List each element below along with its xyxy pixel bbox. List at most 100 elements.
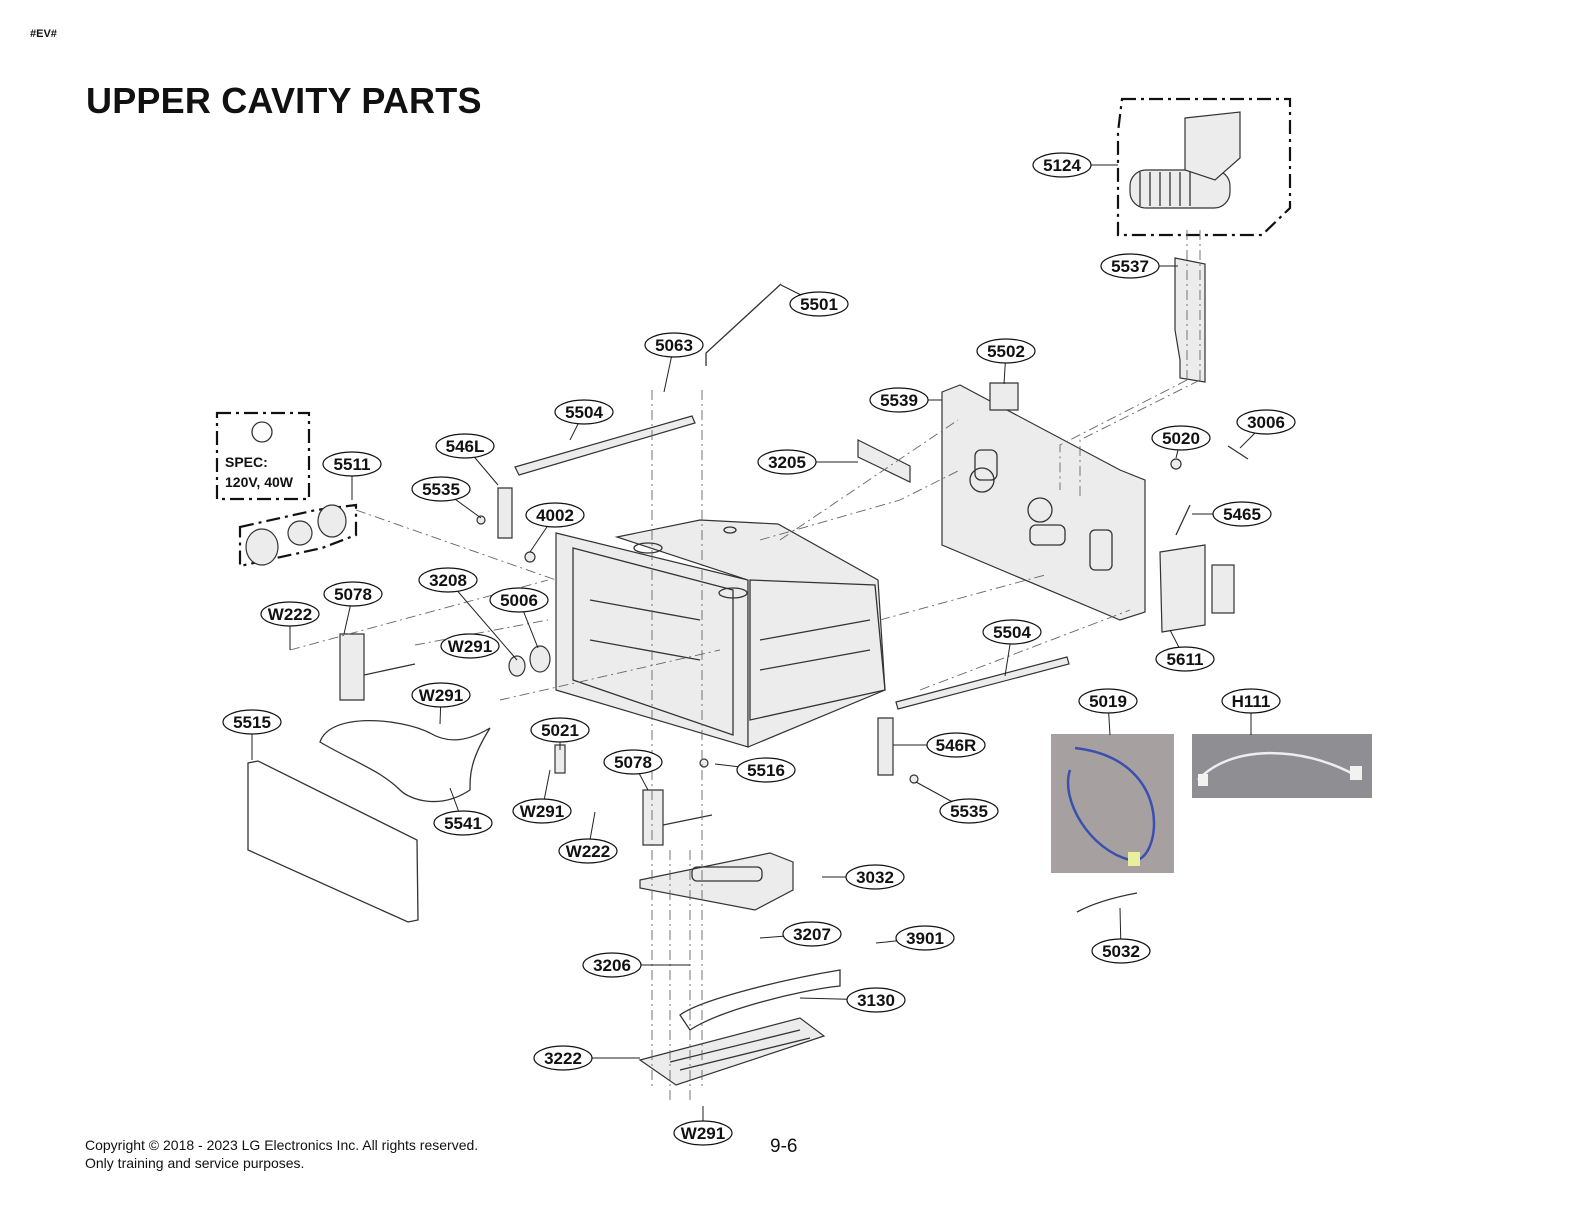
- fitting-part-5006: [529, 645, 551, 673]
- callout-w291: W291: [512, 798, 572, 824]
- hinge-part-left: [339, 633, 365, 701]
- rear-panel-part: [941, 384, 1146, 621]
- callout-5502: 5502: [976, 338, 1036, 364]
- page-number: 9-6: [770, 1136, 798, 1157]
- callout-bubble: [1155, 646, 1215, 672]
- callout-text: 3205: [768, 453, 806, 472]
- callout-5063: 5063: [644, 332, 704, 358]
- bracket-part-3205: [857, 439, 911, 483]
- callout-leader-3208: [447, 579, 518, 661]
- nut-part-5535-right: [909, 774, 919, 784]
- callout-bubble: [982, 619, 1042, 645]
- callout-3207: 3207: [782, 921, 842, 947]
- rail-part-lower: [895, 656, 1070, 710]
- callout-bubble: [1078, 688, 1138, 714]
- callout-5535: 5535: [939, 798, 999, 824]
- hinge-part-right: [642, 789, 664, 846]
- callout-w291: W291: [411, 682, 471, 708]
- callout-3032: 3032: [845, 864, 905, 890]
- callout-bubble: [323, 581, 383, 607]
- sensor-part-5502: [989, 382, 1019, 411]
- callout-3206: 3206: [582, 952, 642, 978]
- callout-bubble: [926, 732, 986, 758]
- spec-value: 120V, 40W: [225, 474, 294, 490]
- callout-text: 5124: [1043, 156, 1081, 175]
- rod-part-5501: [705, 283, 782, 366]
- callout-text: 5502: [987, 342, 1025, 361]
- callout-5539: 5539: [869, 387, 929, 413]
- callout-bubble: [736, 757, 796, 783]
- bracket-part-546L: [497, 487, 513, 539]
- callout-5078: 5078: [603, 749, 663, 775]
- callout-text: 3130: [857, 991, 895, 1010]
- callout-bubble: [411, 476, 471, 502]
- callout-bubble: [1151, 425, 1211, 451]
- callout-text: 5078: [334, 585, 372, 604]
- sensor-part-4002: [524, 551, 536, 563]
- bottom-tray-part: [638, 1017, 826, 1086]
- callout-bubble: [1032, 152, 1092, 178]
- air-duct-part: [1174, 257, 1206, 383]
- spec-label: SPEC:: [225, 454, 268, 470]
- callout-w222: W222: [260, 601, 320, 627]
- callout-bubble: [558, 838, 618, 864]
- callout-text: 5020: [1162, 429, 1200, 448]
- callout-bubble: [895, 925, 955, 951]
- callout-text: 3207: [793, 925, 831, 944]
- callout-bubble: [603, 749, 663, 775]
- callout-bubble: [418, 567, 478, 593]
- callout-text: 3206: [593, 956, 631, 975]
- callout-text: 3222: [544, 1049, 582, 1068]
- callout-bubble: [533, 1045, 593, 1071]
- callout-5078: 5078: [323, 581, 383, 607]
- callout-text: W291: [520, 802, 564, 821]
- callout-text: 5504: [565, 403, 603, 422]
- part-5516: [699, 758, 709, 768]
- callout-5019: 5019: [1078, 688, 1138, 714]
- callout-bubble: [222, 709, 282, 735]
- rail-part-upper: [514, 415, 696, 476]
- callout-text: 546R: [936, 736, 977, 755]
- callout-3130: 3130: [846, 987, 906, 1013]
- callout-5541: 5541: [433, 810, 493, 836]
- copyright-text: Copyright © 2018 - 2023 LG Electronics I…: [85, 1137, 479, 1153]
- callout-text: 546L: [446, 437, 485, 456]
- callout-bubble: [869, 387, 929, 413]
- callout-w291: W291: [440, 633, 500, 659]
- callout-h111: H111: [1221, 688, 1281, 714]
- callout-text: 5515: [233, 713, 271, 732]
- callout-text: 3006: [1247, 413, 1285, 432]
- lamp-lens-part: [245, 528, 279, 566]
- callout-546l: 546L: [435, 433, 495, 459]
- callout-text: H111: [1232, 692, 1271, 711]
- footer: Copyright © 2018 - 2023 LG Electronics I…: [85, 1136, 478, 1172]
- callout-text: 5063: [655, 336, 693, 355]
- callout-5032: 5032: [1091, 938, 1151, 964]
- callout-bubble: [1091, 938, 1151, 964]
- callout-5611: 5611: [1155, 646, 1215, 672]
- callout-text: W291: [448, 637, 492, 656]
- parts-artwork: SPEC: 120V, 40W: [215, 97, 1372, 1100]
- callout-5516: 5516: [736, 757, 796, 783]
- callout-bubble: [322, 451, 382, 477]
- convection-fan-part: [1129, 111, 1241, 209]
- callout-5006: 5006: [489, 587, 549, 613]
- bake-element-part: [319, 719, 491, 803]
- callout-5504: 5504: [554, 399, 614, 425]
- callout-text: 5504: [993, 623, 1031, 642]
- callout-bubble: [525, 502, 585, 528]
- callout-text: 5501: [800, 295, 838, 314]
- callout-text: 5019: [1089, 692, 1127, 711]
- callout-text: W222: [268, 605, 312, 624]
- callout-bubble: [554, 399, 614, 425]
- callout-5021: 5021: [530, 717, 590, 743]
- callout-bubble: [845, 864, 905, 890]
- wire-harness-photo-H111: [1192, 734, 1372, 798]
- callout-bubble: [433, 810, 493, 836]
- callout-text: 5539: [880, 391, 918, 410]
- lamp-bulb-icon: [251, 421, 273, 443]
- callout-bubble: [489, 587, 549, 613]
- callout-text: 5465: [1223, 505, 1261, 524]
- callout-text: 5006: [500, 591, 538, 610]
